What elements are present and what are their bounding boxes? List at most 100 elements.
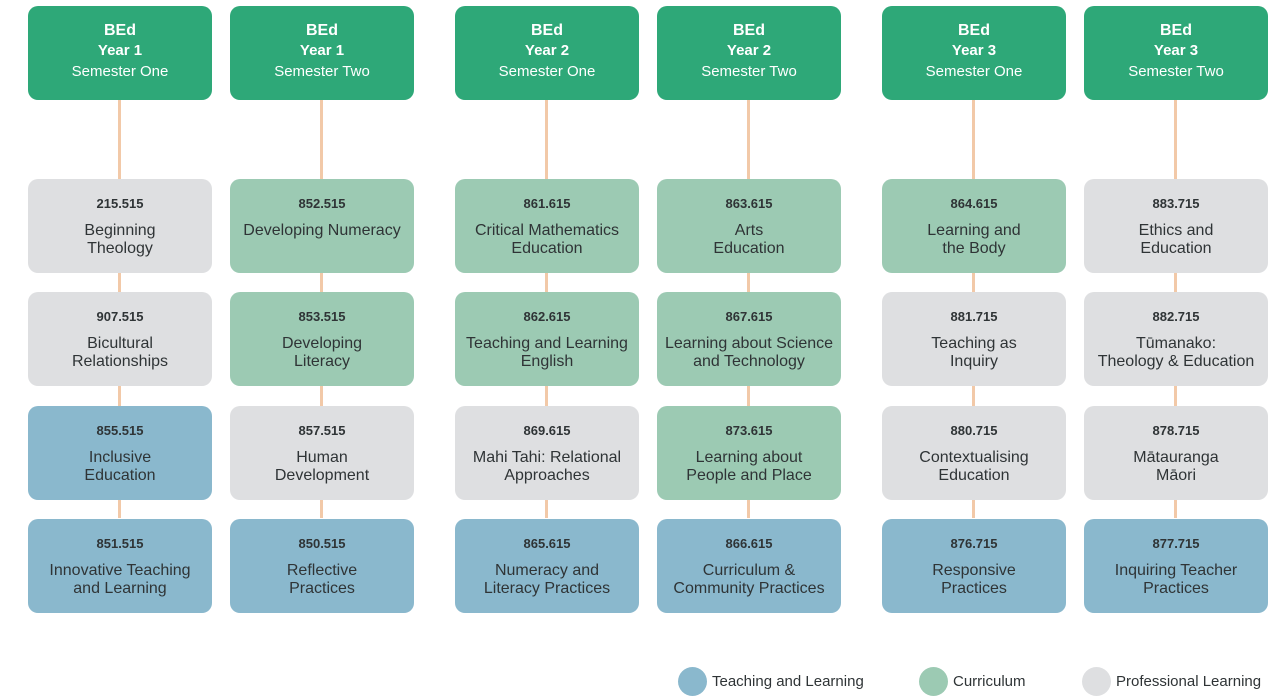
course-card: 882.715 Tūmanako:Theology & Education	[1084, 292, 1268, 386]
course-code: 869.615	[523, 423, 571, 438]
course-code: 215.515	[96, 196, 144, 211]
program-label: BEd	[306, 22, 338, 39]
legend-label: Professional Learning	[1116, 672, 1262, 690]
course-code: 867.615	[725, 309, 773, 324]
course-code: 878.715	[1152, 423, 1200, 438]
semester-label: Semester Two	[274, 63, 370, 80]
course-code: 907.515	[96, 309, 144, 324]
semester-label: Semester One	[71, 63, 169, 80]
course-code: 853.515	[298, 309, 346, 324]
semester-label: Semester One	[925, 63, 1023, 80]
course-code: 850.515	[298, 536, 346, 551]
course-code: 880.715	[950, 423, 998, 438]
legend-label: Curriculum	[953, 672, 1026, 690]
legend-item-teaching: Teaching and Learning	[678, 666, 864, 696]
course-code: 865.615	[523, 536, 571, 551]
semester-column: BEd Year 2 Semester One 861.615 Critical…	[455, 0, 639, 640]
semester-label: Semester One	[498, 63, 596, 80]
course-card: 866.615 Curriculum &Community Practices	[657, 519, 841, 613]
course-code: 857.515	[298, 423, 346, 438]
semester-header: BEd Year 3 Semester Two	[1084, 6, 1268, 100]
legend-swatch	[919, 666, 948, 696]
course-code: 873.615	[725, 423, 773, 438]
semester-header: BEd Year 2 Semester Two	[657, 6, 841, 100]
semester-label: Semester Two	[701, 63, 797, 80]
course-code: 851.515	[96, 536, 144, 551]
semester-header: BEd Year 2 Semester One	[455, 6, 639, 100]
course-title: Tūmanako:Theology & Education	[1097, 335, 1255, 370]
program-label: BEd	[104, 22, 136, 39]
program-label: BEd	[1160, 22, 1192, 39]
year-label: Year 1	[299, 42, 345, 59]
course-code: 864.615	[950, 196, 998, 211]
course-code: 862.615	[523, 309, 571, 324]
legend-item-professional: Professional Learning	[1082, 666, 1261, 696]
semester-column: BEd Year 1 Semester One 215.515 Beginnin…	[28, 0, 212, 640]
course-title: Developing Numeracy	[243, 222, 401, 239]
year-label: Year 2	[524, 42, 570, 59]
course-code: 876.715	[950, 536, 998, 551]
semester-header: BEd Year 3 Semester One	[882, 6, 1066, 100]
semester-header: BEd Year 1 Semester One	[28, 6, 212, 100]
year-label: Year 3	[951, 42, 997, 59]
course-code: 877.715	[1152, 536, 1200, 551]
legend-label: Teaching and Learning	[712, 672, 864, 690]
legend-swatch	[1082, 666, 1111, 696]
legend-item-curriculum: Curriculum	[919, 666, 1026, 696]
course-code: 883.715	[1152, 196, 1200, 211]
legend-swatch	[678, 666, 707, 696]
course-title: Curriculum &Community Practices	[673, 562, 825, 597]
year-label: Year 3	[1153, 42, 1199, 59]
course-code: 855.515	[96, 423, 144, 438]
program-label: BEd	[958, 22, 990, 39]
program-label: BEd	[531, 22, 563, 39]
semester-column: BEd Year 1 Semester Two 852.515 Developi…	[230, 0, 414, 640]
course-code: 863.615	[725, 196, 773, 211]
semester-column: BEd Year 3 Semester Two 883.715 Ethics a…	[1084, 0, 1268, 640]
semester-column: BEd Year 3 Semester One 864.615 Learning…	[882, 0, 1066, 640]
year-label: Year 1	[97, 42, 143, 59]
course-code: 866.615	[725, 536, 773, 551]
semester-header: BEd Year 1 Semester Two	[230, 6, 414, 100]
semester-label: Semester Two	[1128, 63, 1224, 80]
year-label: Year 2	[726, 42, 772, 59]
course-card: 852.515 Developing Numeracy	[230, 179, 414, 273]
